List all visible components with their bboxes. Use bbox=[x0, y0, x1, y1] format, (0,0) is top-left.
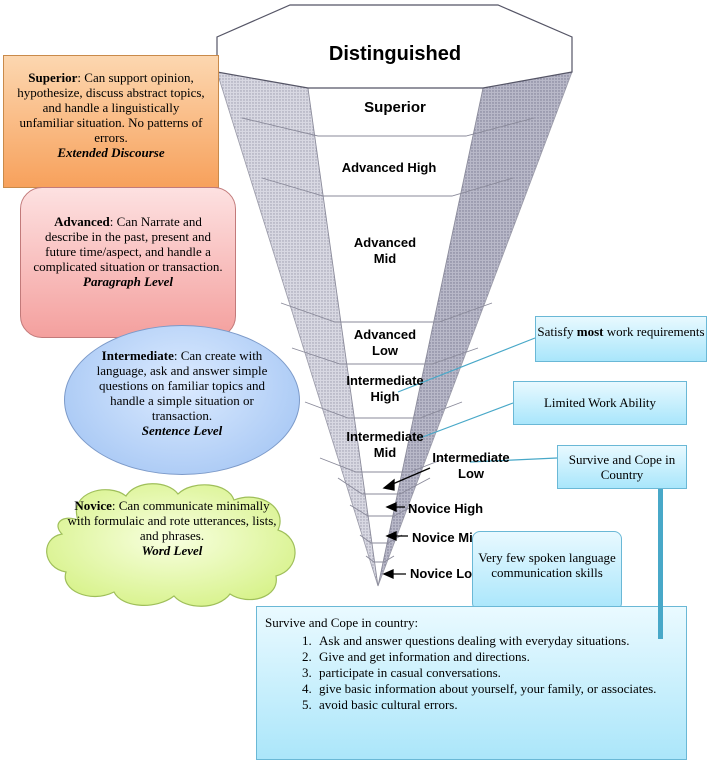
callout-superior-pre: Satisfy bbox=[537, 324, 577, 339]
survive-cope-item: Give and get information and directions. bbox=[315, 649, 678, 665]
advanced-name: Advanced bbox=[54, 214, 110, 229]
level-distinguished: Distinguished bbox=[328, 43, 462, 65]
level-intermediate-low: Intermediate Low bbox=[416, 450, 526, 482]
level-advanced-low-line1: Advanced bbox=[353, 327, 417, 342]
callout-novice: Very few spoken language communication s… bbox=[472, 531, 622, 611]
survive-cope-item: give basic information about yourself, y… bbox=[315, 681, 678, 697]
level-intermediate-mid-line2: Mid bbox=[373, 445, 397, 460]
survive-cope-title: Survive and Cope in country: bbox=[265, 615, 419, 630]
novice-name: Novice bbox=[74, 498, 112, 513]
level-intermediate-high-line1: Intermediate bbox=[346, 373, 424, 388]
intermediate-text: : Can create with language, ask and answ… bbox=[96, 348, 268, 423]
level-novice-high: Novice High bbox=[408, 501, 484, 516]
intermediate-level: Sentence Level bbox=[141, 423, 223, 438]
level-advanced-mid: Advanced Mid bbox=[330, 235, 440, 267]
superior-level: Extended Discourse bbox=[57, 145, 165, 160]
level-intermediate-mid: Intermediate Mid bbox=[330, 429, 440, 461]
distinguished-top bbox=[216, 4, 573, 89]
callout-intermediate: Survive and Cope in Country bbox=[557, 445, 687, 489]
survive-cope-item: participate in casual conversations. bbox=[315, 665, 678, 681]
level-novice-low: Novice Low bbox=[410, 566, 483, 581]
callout-advanced: Limited Work Ability bbox=[513, 381, 687, 425]
survive-cope-item: avoid basic cultural errors. bbox=[315, 697, 678, 713]
level-intermediate-low-line2: Low bbox=[458, 466, 484, 481]
advanced-text: : Can Narrate and describe in the past, … bbox=[33, 214, 223, 274]
level-intermediate-high-line2: High bbox=[370, 389, 400, 404]
callout-superior-bold: most bbox=[576, 324, 604, 339]
superior-description-box: Superior: Can support opinion, hypothesi… bbox=[3, 55, 219, 188]
level-novice-mid: Novice Mid bbox=[412, 530, 481, 545]
arrows bbox=[382, 467, 431, 580]
callout-superior: Satisfy most work requirements bbox=[535, 316, 707, 362]
connector-bar bbox=[658, 489, 663, 639]
novice-cloud-shape bbox=[46, 483, 296, 607]
novice-level: Word Level bbox=[141, 543, 203, 558]
callout-connectors bbox=[397, 337, 558, 463]
intermediate-description-ellipse: Intermediate: Can create with language, … bbox=[64, 325, 300, 475]
level-advanced-low: Advanced Low bbox=[330, 327, 440, 359]
level-advanced-high: Advanced High bbox=[341, 160, 437, 175]
level-intermediate-low-line1: Intermediate bbox=[432, 450, 510, 465]
level-intermediate-mid-line1: Intermediate bbox=[346, 429, 424, 444]
callout-superior-post: work requirements bbox=[603, 324, 705, 339]
survive-cope-item: Ask and answer questions dealing with ev… bbox=[315, 633, 678, 649]
novice-text: : Can communicate minimally with formula… bbox=[67, 498, 277, 543]
superior-text: : Can support opinion, hypothesize, disc… bbox=[17, 70, 205, 145]
survive-cope-box: Survive and Cope in country: Ask and ans… bbox=[256, 606, 687, 760]
intermediate-name: Intermediate bbox=[101, 348, 174, 363]
level-advanced-low-line2: Low bbox=[372, 343, 398, 358]
survive-cope-list: Ask and answer questions dealing with ev… bbox=[265, 633, 678, 713]
level-advanced-mid-line2: Mid bbox=[373, 251, 397, 266]
level-advanced-mid-line1: Advanced bbox=[353, 235, 417, 250]
superior-name: Superior bbox=[28, 70, 78, 85]
advanced-level: Paragraph Level bbox=[83, 274, 173, 289]
level-superior: Superior bbox=[364, 99, 426, 116]
level-intermediate-high: Intermediate High bbox=[330, 373, 440, 405]
novice-description-cloud: Novice: Can communicate minimally with f… bbox=[62, 498, 282, 558]
advanced-description-box: Advanced: Can Narrate and describe in th… bbox=[20, 187, 236, 338]
